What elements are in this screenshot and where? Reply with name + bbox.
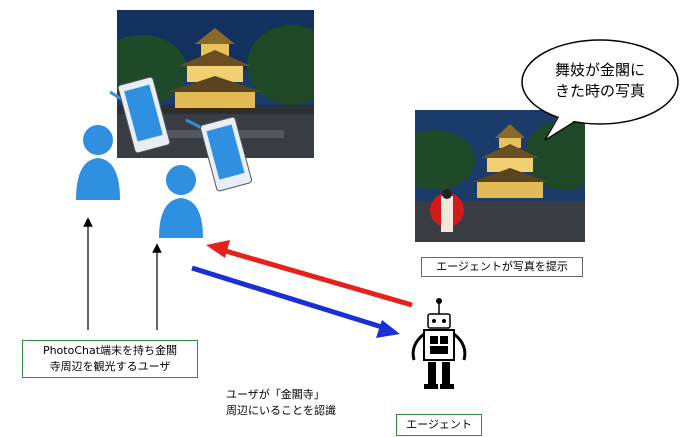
arrow-user-to-agent: [191, 265, 400, 338]
user-icon-1: [76, 125, 120, 200]
speech-bubble: [521, 39, 679, 141]
recognition-caption: ユーザが「金閣寺」 周辺にいることを認識: [222, 385, 362, 423]
user-icon-2: [159, 165, 203, 238]
speech-bubble-text: 舞妓が金閣に きた時の写真: [554, 61, 645, 100]
arrow-agent-to-user: [206, 240, 413, 308]
agent-label: エージェント: [396, 414, 482, 436]
tablet-icon-2: [185, 116, 253, 192]
agent-present-caption: エージェントが写真を提示: [421, 257, 583, 277]
user-caption: PhotoChat端末を持ち金閣 寺周辺を観光するユーザ: [22, 340, 198, 378]
tablet-icon-1: [109, 76, 171, 154]
robot-agent-icon: [411, 298, 467, 389]
